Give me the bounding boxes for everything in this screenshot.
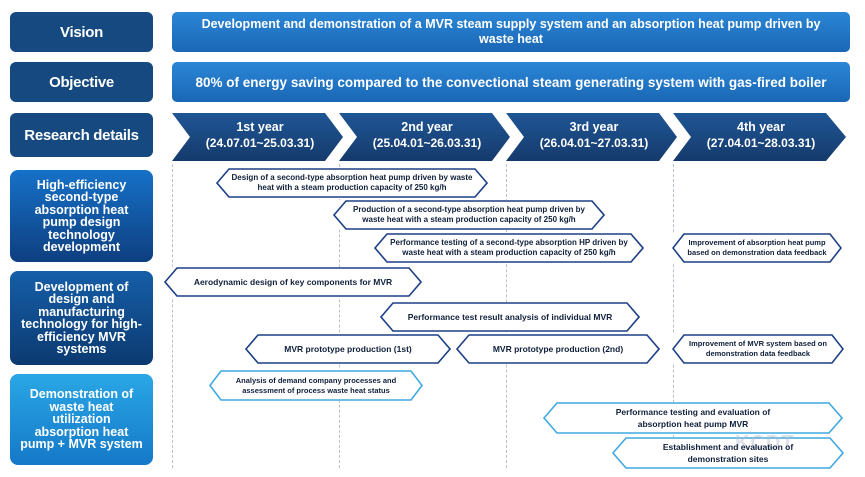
year-4: 4th year (27.04.01~28.03.31)	[686, 119, 836, 151]
task-mvr-prototype-1st-text: MVR prototype production (1st)	[284, 344, 412, 354]
year-divider-4	[673, 164, 674, 468]
research-details-label: Research details	[10, 113, 153, 157]
task-ahp-design: Design of a second-type absorption heat …	[216, 168, 488, 198]
task-ahp-design-text: Design of a second-type absorption heat …	[231, 173, 473, 192]
task-demo-sites-text: Establishment and evaluation of demonstr…	[662, 442, 794, 464]
year-divider-2	[339, 164, 340, 468]
vision-label: Vision	[10, 12, 153, 52]
task-mvr-performance-analysis: Performance test result analysis of indi…	[380, 302, 640, 332]
task-ahp-improvement-text: Improvement of absorption heat pump base…	[687, 238, 827, 257]
task-demo-performance-testing-text: Performance testing and evaluation of ab…	[615, 407, 771, 429]
task-mvr-aerodynamic-design: Aerodynamic design of key components for…	[164, 267, 422, 297]
year-3: 3rd year (26.04.01~27.03.31)	[519, 119, 669, 151]
year-chevron-3	[506, 113, 677, 161]
objective-label: Objective	[10, 62, 153, 102]
task-mvr-improvement: Improvement of MVR system based on demon…	[672, 334, 844, 364]
task-mvr-prototype-2nd: MVR prototype production (2nd)	[456, 334, 660, 364]
year-chevron-2	[339, 113, 510, 161]
task-ahp-improvement: Improvement of absorption heat pump base…	[672, 233, 842, 263]
task-ahp-performance-testing-text: Performance testing of a second-type abs…	[390, 238, 628, 257]
vision-banner: Development and demonstration of a MVR s…	[172, 12, 850, 52]
group-label-absorption-heat-pump: High-efficiency second-type absorption h…	[10, 170, 153, 262]
watermark: KCDT	[735, 432, 795, 454]
year-timeline	[172, 113, 846, 161]
task-demo-performance-testing: Performance testing and evaluation of ab…	[543, 402, 843, 434]
year-2-period: (25.04.01~26.03.31)	[372, 136, 482, 150]
year-1: 1st year (24.07.01~25.03.31)	[185, 119, 335, 151]
task-ahp-production-text: Production of a second-type absorption h…	[352, 205, 586, 224]
task-mvr-performance-analysis-text: Performance test result analysis of indi…	[407, 312, 613, 322]
year-divider-1	[172, 164, 173, 468]
task-demo-sites: Establishment and evaluation of demonstr…	[612, 437, 844, 469]
year-2-label: 2nd year	[401, 120, 453, 134]
year-4-period: (27.04.01~28.03.31)	[706, 136, 816, 150]
task-mvr-aerodynamic-design-text: Aerodynamic design of key components for…	[193, 277, 393, 287]
year-4-label: 4th year	[737, 120, 785, 134]
year-1-period: (24.07.01~25.03.31)	[205, 136, 315, 150]
year-3-period: (26.04.01~27.03.31)	[539, 136, 649, 150]
task-mvr-improvement-text: Improvement of MVR system based on demon…	[689, 339, 827, 358]
task-mvr-prototype-1st: MVR prototype production (1st)	[245, 334, 451, 364]
task-ahp-production: Production of a second-type absorption h…	[333, 200, 605, 230]
group-label-demonstration: Demonstration of waste heat utilization …	[10, 374, 153, 465]
task-ahp-performance-testing: Performance testing of a second-type abs…	[374, 233, 644, 263]
task-demand-analysis-text: Analysis of demand company processes and…	[235, 375, 397, 395]
task-mvr-prototype-2nd-text: MVR prototype production (2nd)	[492, 344, 624, 354]
year-chevron-4	[673, 113, 846, 161]
objective-banner: 80% of energy saving compared to the con…	[172, 62, 850, 102]
year-2: 2nd year (25.04.01~26.03.31)	[352, 119, 502, 151]
year-1-label: 1st year	[236, 120, 284, 134]
year-chevron-1	[172, 113, 343, 161]
task-demand-analysis: Analysis of demand company processes and…	[209, 370, 423, 401]
group-label-mvr-systems: Development of design and manufacturing …	[10, 271, 153, 365]
year-3-label: 3rd year	[569, 120, 619, 134]
